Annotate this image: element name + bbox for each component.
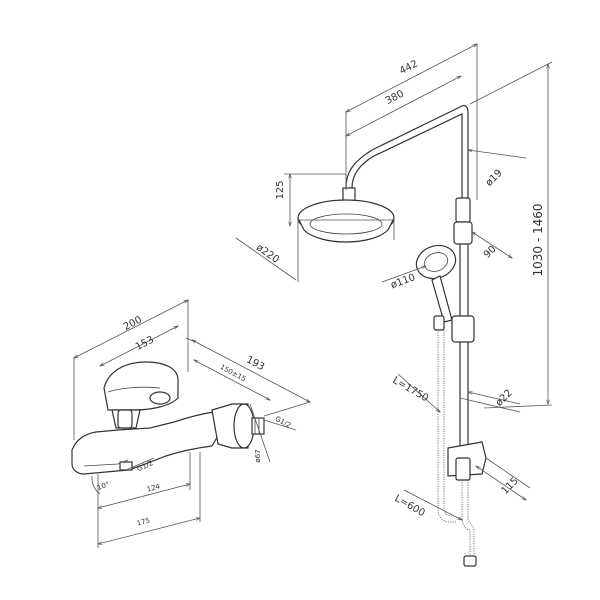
- label-125: 125: [275, 180, 286, 199]
- mixer-body: [71, 411, 221, 475]
- hose-short: [461, 480, 477, 567]
- mixer-flange: [233, 403, 255, 449]
- bath-mixer: 200 153 193 150±15 G1/2 ø67: [71, 300, 310, 548]
- label-200: 200: [122, 315, 144, 333]
- dim-125: 125: [275, 174, 346, 226]
- label-380: 380: [384, 89, 406, 107]
- dim-flange-diameter: ø67: [249, 403, 271, 463]
- label-hose-long: L=1750: [391, 375, 431, 404]
- label-inlet-thread: G1/2: [274, 415, 293, 430]
- dim-rail-diameter: ø22: [459, 388, 521, 413]
- rail-holder-upper: [453, 221, 473, 245]
- label-hose-short: L=600: [393, 493, 427, 519]
- dim-hose-short: L=600: [393, 489, 463, 520]
- dim-124: 124: [98, 452, 190, 508]
- dim-442: 442: [346, 44, 477, 200]
- label-flange-diameter: ø67: [254, 449, 262, 462]
- shower-system: 442 380 1030 - 1460 125 ø220: [235, 44, 553, 567]
- label-153: 153: [134, 335, 156, 353]
- dim-hose-long: L=1750: [391, 373, 441, 412]
- dim-380: 380: [346, 76, 461, 136]
- label-124: 124: [146, 482, 162, 493]
- head-shower: [297, 199, 395, 243]
- label-hand-diameter: ø110: [389, 272, 416, 291]
- label-193: 193: [244, 354, 266, 373]
- rail-connector-upper: [455, 197, 471, 223]
- dim-angle: 10°: [91, 475, 111, 495]
- label-pipe-diameter: ø19: [484, 168, 505, 189]
- dim-inlet-thread: G1/2: [263, 415, 297, 431]
- dim-153: 153: [100, 326, 178, 366]
- label-rail-diameter: ø22: [494, 388, 515, 409]
- label-height-range: 1030 - 1460: [531, 203, 545, 276]
- label-442: 442: [398, 59, 420, 77]
- dim-height-range: 1030 - 1460: [469, 61, 553, 409]
- label-115: 115: [500, 476, 521, 497]
- rail-slider: [451, 315, 475, 343]
- mixer-diverter: [117, 409, 133, 429]
- dim-90: 90: [472, 232, 512, 261]
- overhead-arm: [345, 104, 469, 206]
- hose-long: [437, 330, 456, 523]
- label-head-diameter: ø220: [254, 242, 281, 265]
- label-175: 175: [136, 516, 151, 527]
- dim-175: 175: [98, 452, 200, 548]
- label-90: 90: [482, 244, 499, 261]
